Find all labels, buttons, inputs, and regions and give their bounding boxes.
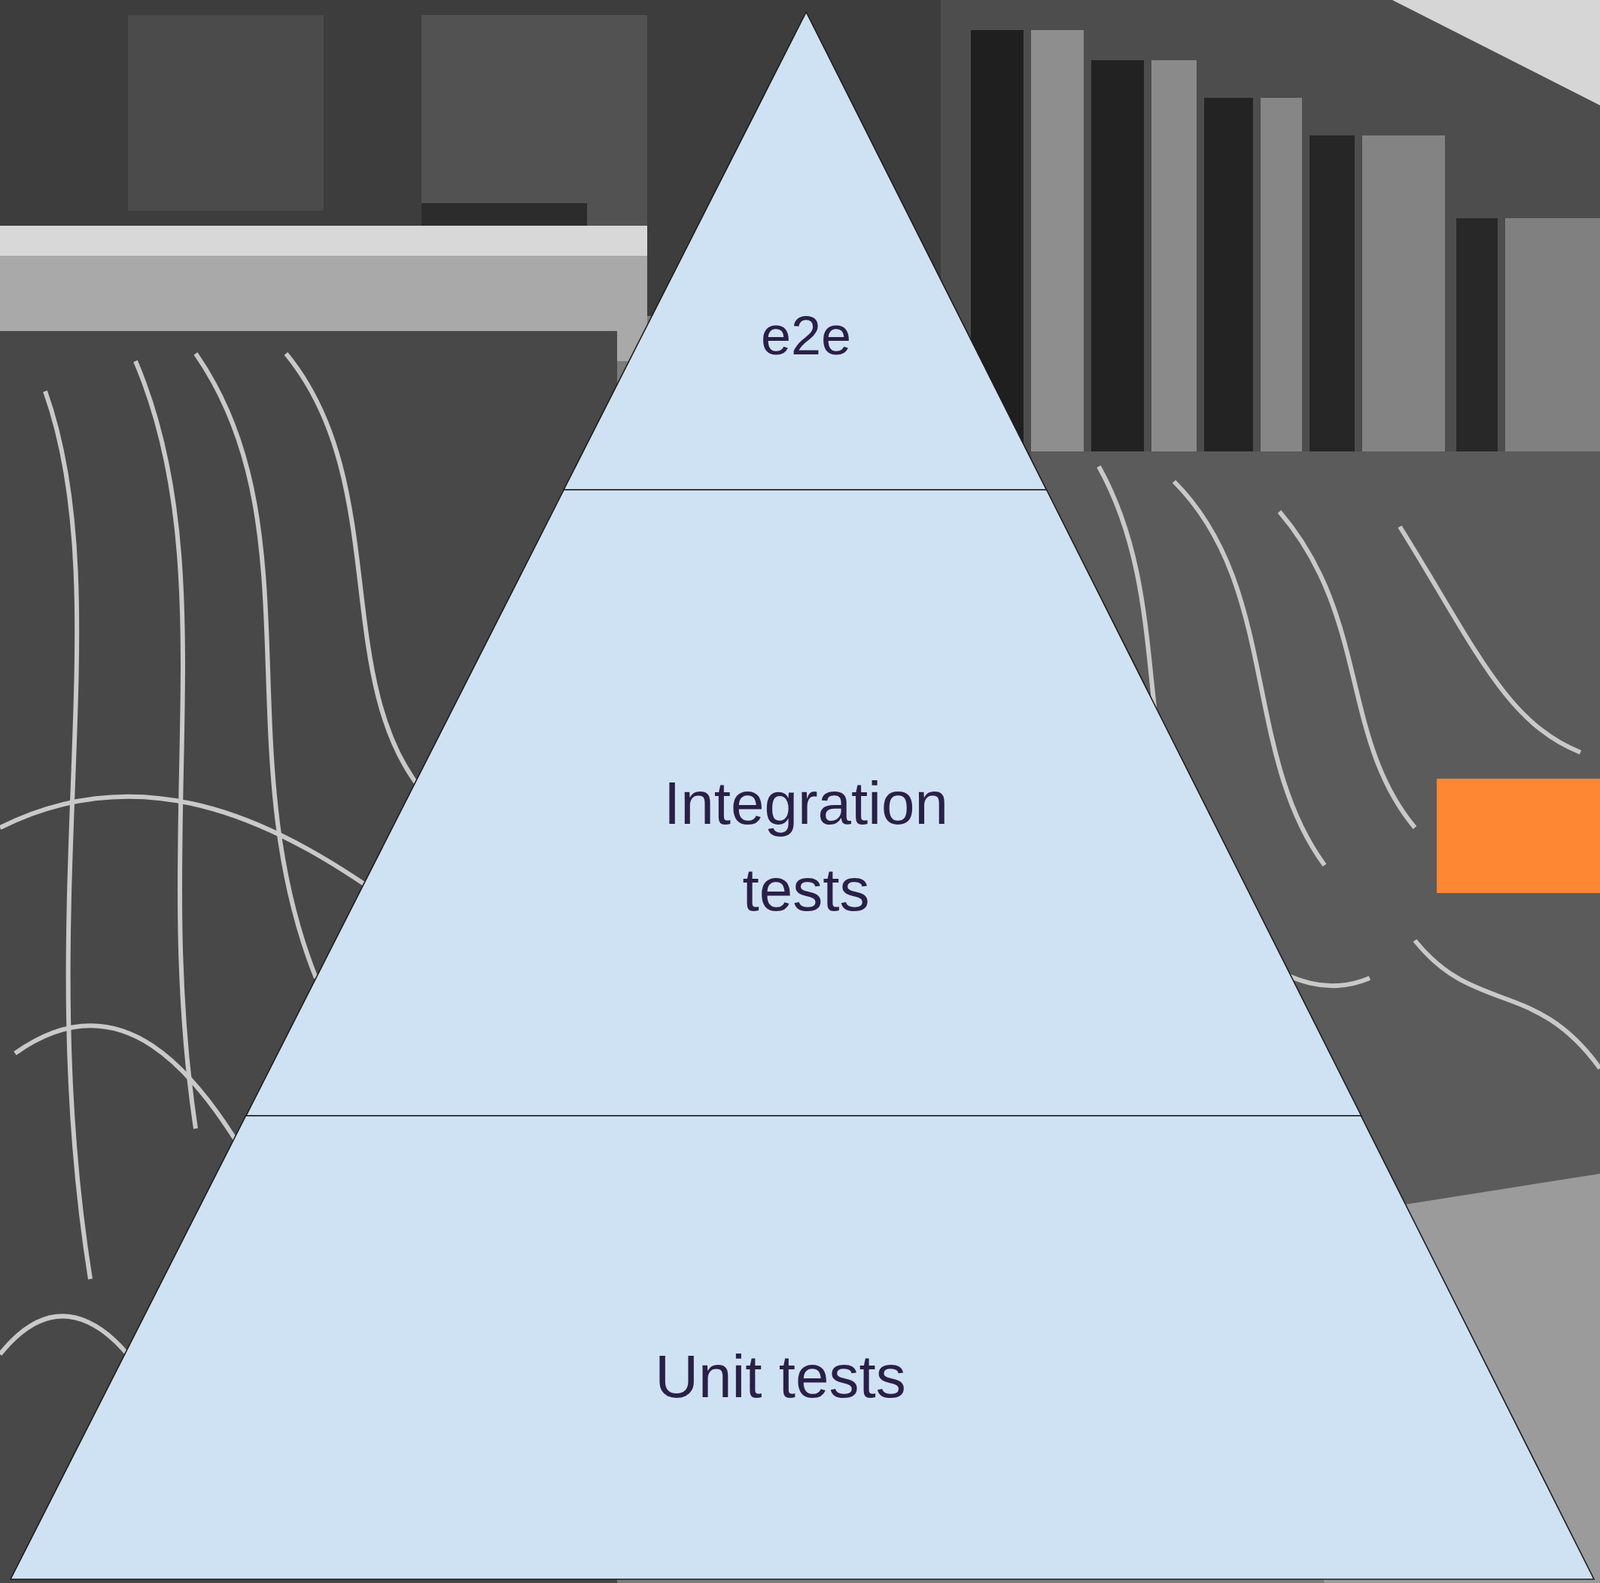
cabinet-panel <box>1260 97 1302 482</box>
band-label-wrap: Integration tests <box>610 760 1002 934</box>
band-label-wrap: e2e <box>610 297 1002 376</box>
band-outline <box>10 1116 1594 1580</box>
orange-tab <box>1436 778 1600 894</box>
cabinet-panel <box>1031 30 1084 452</box>
cable <box>45 391 91 1280</box>
cable <box>1279 511 1415 828</box>
tier-label: Integration tests <box>610 760 1002 934</box>
band-label-wrap: Unit tests <box>517 1333 1044 1421</box>
cable <box>195 353 317 979</box>
cabinet-panel <box>1151 60 1197 467</box>
cabinet-slot <box>1309 135 1355 497</box>
cabinet-slot <box>1091 60 1144 467</box>
wall-panel <box>421 15 648 234</box>
cable <box>1414 940 1600 1069</box>
pyramid-band: Integration tests <box>246 489 1362 1117</box>
cable <box>0 796 392 904</box>
cabinet-slot <box>1204 97 1254 482</box>
tier-label: e2e <box>610 297 1002 376</box>
cable <box>15 1025 256 1175</box>
cabinet-panel <box>1362 135 1445 497</box>
tier-label: Unit tests <box>517 1333 1044 1421</box>
cable <box>135 361 196 1129</box>
band-shape <box>563 12 1047 490</box>
cable <box>285 353 422 791</box>
wall-panel <box>127 15 324 211</box>
band-outline <box>246 489 1362 1117</box>
tube-row-top <box>0 225 648 256</box>
pyramid-band: e2e <box>563 12 1047 490</box>
pyramid-band: Unit tests <box>10 1116 1594 1580</box>
ceiling <box>1392 0 1600 106</box>
band-outline <box>563 12 1047 490</box>
cable <box>1399 526 1581 753</box>
